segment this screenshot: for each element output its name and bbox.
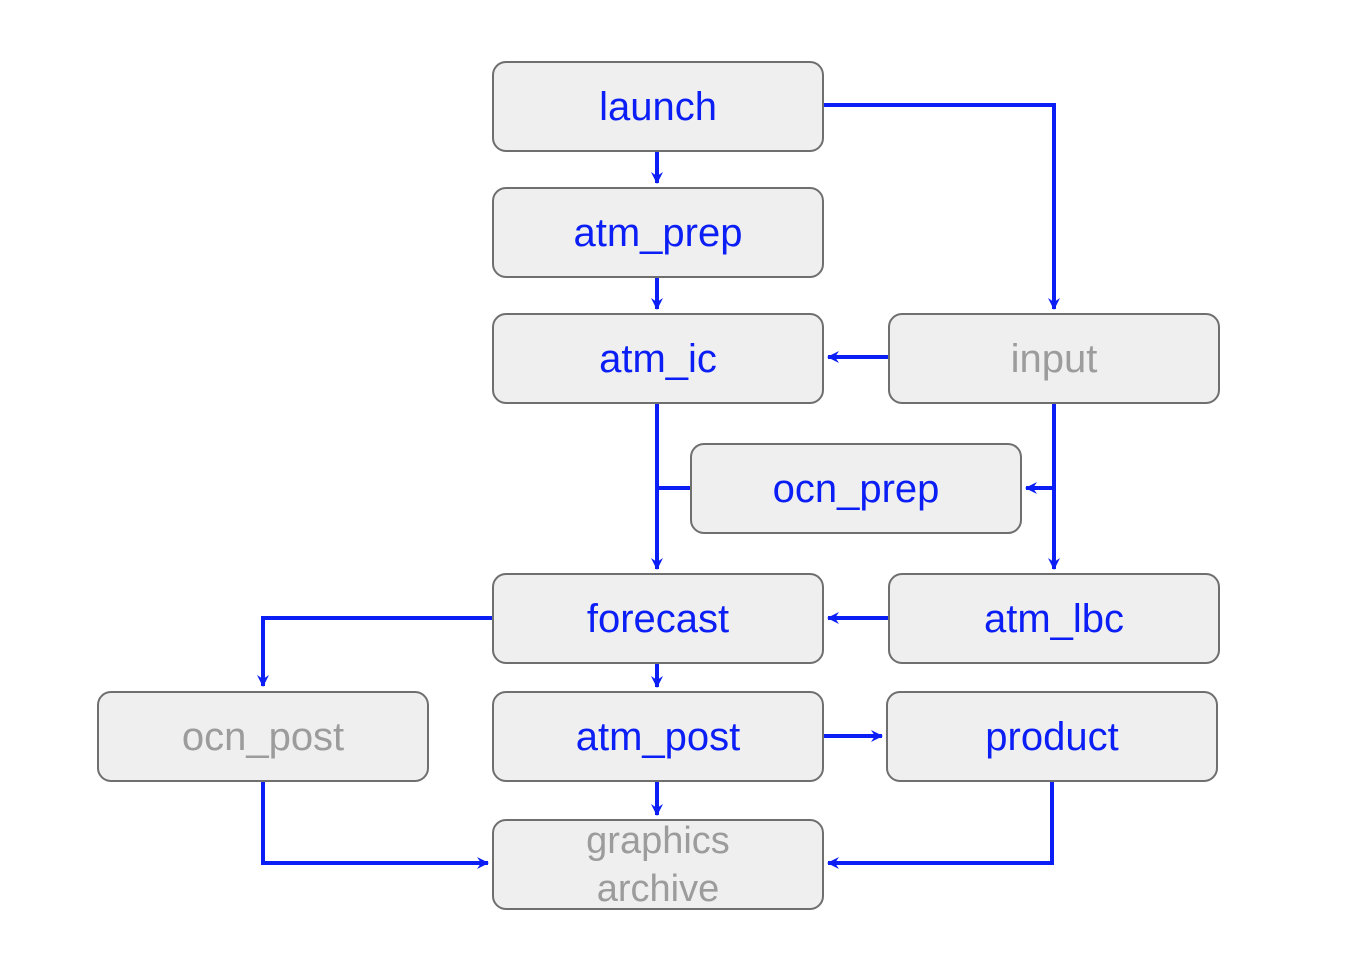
node-atm_post[interactable]: atm_post (492, 691, 824, 782)
node-atm_ic-label: atm_ic (599, 336, 717, 381)
node-graphics-archive[interactable]: graphics archive (492, 819, 824, 910)
node-ocn_post-label: ocn_post (181, 714, 345, 759)
edge-launch-to-input (824, 103, 1060, 310)
edge-ocn_post-to-graphics_archive (261, 782, 489, 869)
node-ocn_prep[interactable]: ocn_prep (690, 443, 1022, 534)
node-atm_lbc[interactable]: atm_lbc (888, 573, 1220, 664)
node-launch-label: launch (599, 84, 717, 129)
node-atm_lbc-label: atm_lbc (983, 596, 1125, 641)
node-atm_prep-label: atm_prep (573, 210, 743, 255)
node-atm_prep[interactable]: atm_prep (492, 187, 824, 278)
node-graphics-archive-label-line1: graphics (586, 819, 730, 862)
node-forecast-label: forecast (586, 596, 730, 641)
node-product-label: product (985, 714, 1119, 759)
node-graphics-archive-label-line2: archive (596, 867, 720, 910)
node-product[interactable]: product (886, 691, 1218, 782)
node-forecast[interactable]: forecast (492, 573, 824, 664)
node-atm_post-label: atm_post (575, 714, 741, 759)
node-ocn_prep-label: ocn_prep (772, 466, 940, 511)
edge-forecast-to-ocn_post (257, 616, 492, 687)
node-atm_ic[interactable]: atm_ic (492, 313, 824, 404)
edge-product-to-graphics_archive (827, 782, 1054, 869)
node-ocn_post[interactable]: ocn_post (97, 691, 429, 782)
node-launch[interactable]: launch (492, 61, 824, 152)
node-input[interactable]: input (888, 313, 1220, 404)
node-input-label: input (1010, 336, 1098, 381)
